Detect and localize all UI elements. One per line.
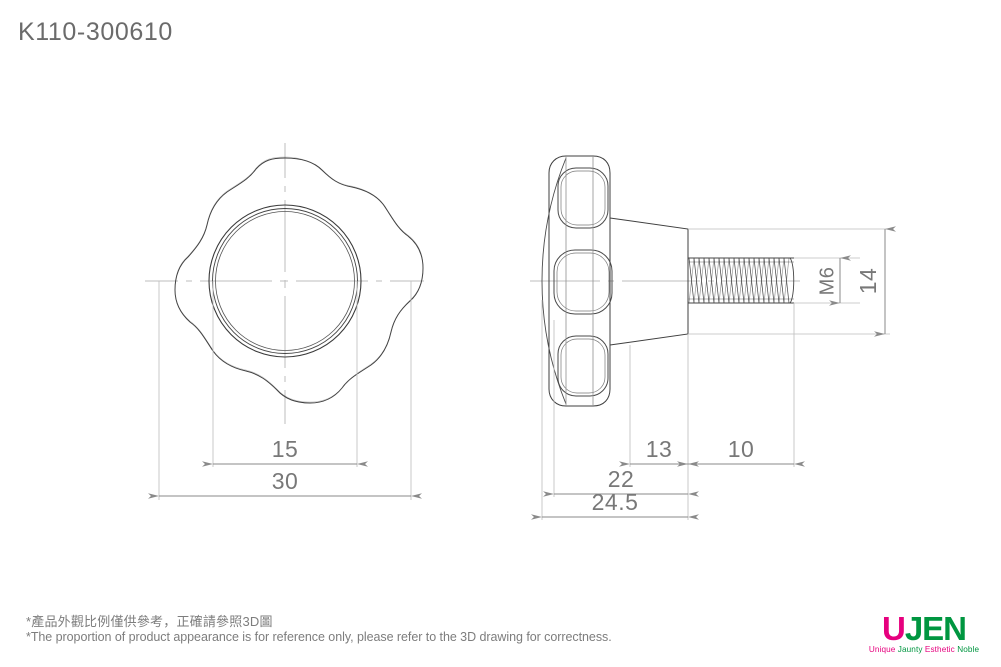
logo-tagline-esthetic: Esthetic xyxy=(924,645,958,654)
knob-lobe-bottom xyxy=(557,335,609,397)
knob-body-construction-lines xyxy=(565,156,594,406)
dimension-15-label: 15 xyxy=(272,436,299,462)
threaded-shaft xyxy=(688,257,795,304)
ujen-logo: UJEN Unique Jaunty Esthetic Noble xyxy=(859,612,989,654)
dimension-13: 13 xyxy=(619,436,699,467)
logo-letters-jen: JEN xyxy=(904,610,967,647)
page-title: K110-300610 xyxy=(18,18,173,46)
knob-outer-profile xyxy=(174,157,424,404)
dimension-m6-label: M6 xyxy=(816,267,838,296)
knob-lobe-middle-inner xyxy=(556,252,610,312)
dimension-22-label: 22 xyxy=(608,466,635,492)
knob-lobe-top xyxy=(557,167,609,229)
front-view-centerlines xyxy=(145,143,424,424)
knob-lobe-middle xyxy=(553,249,613,315)
dimension-24-5-label: 24.5 xyxy=(592,489,639,515)
front-view: 15 30 xyxy=(145,143,424,500)
logo-tagline-noble: Noble xyxy=(957,645,980,654)
dimension-14: 14 xyxy=(855,226,896,337)
knob-lobe-top-inner xyxy=(560,170,606,226)
dimension-15: 15 xyxy=(202,436,368,467)
dimension-30: 30 xyxy=(148,468,422,499)
logo-tagline-jaunty: Jaunty xyxy=(897,645,925,654)
dimension-30-label: 30 xyxy=(272,468,299,494)
logo-letter-u: U xyxy=(881,610,906,647)
dimension-10: 10 xyxy=(677,436,805,467)
knob-lobe-bottom-inner xyxy=(560,338,606,394)
dimension-22: 22 xyxy=(543,466,699,497)
dimension-24-5: 24.5 xyxy=(531,489,699,520)
side-view: 13 10 22 24.5 M6 xyxy=(530,155,896,520)
dimension-14-label: 14 xyxy=(855,268,881,295)
knob-outer-profile-secondary xyxy=(174,156,424,403)
dimension-m6: M6 xyxy=(816,255,851,306)
logo-wordmark: UJEN xyxy=(859,612,989,645)
dimension-13-label: 13 xyxy=(646,436,673,462)
logo-tagline-unique: Unique xyxy=(868,645,898,654)
logo-tagline: Unique Jaunty Esthetic Noble xyxy=(859,645,989,654)
knob-back-taper xyxy=(541,157,567,405)
dimension-10-label: 10 xyxy=(728,436,755,462)
front-view-extension-lines xyxy=(158,281,412,500)
hub-circle-outer xyxy=(208,204,362,358)
hub-circle-inner xyxy=(215,211,355,351)
hub-circle-mid xyxy=(212,208,358,354)
footer-note-english: *The proportion of product appearance is… xyxy=(26,630,612,644)
footer-note-chinese: *產品外觀比例僅供參考，正確請參照3D圖 xyxy=(26,614,273,629)
